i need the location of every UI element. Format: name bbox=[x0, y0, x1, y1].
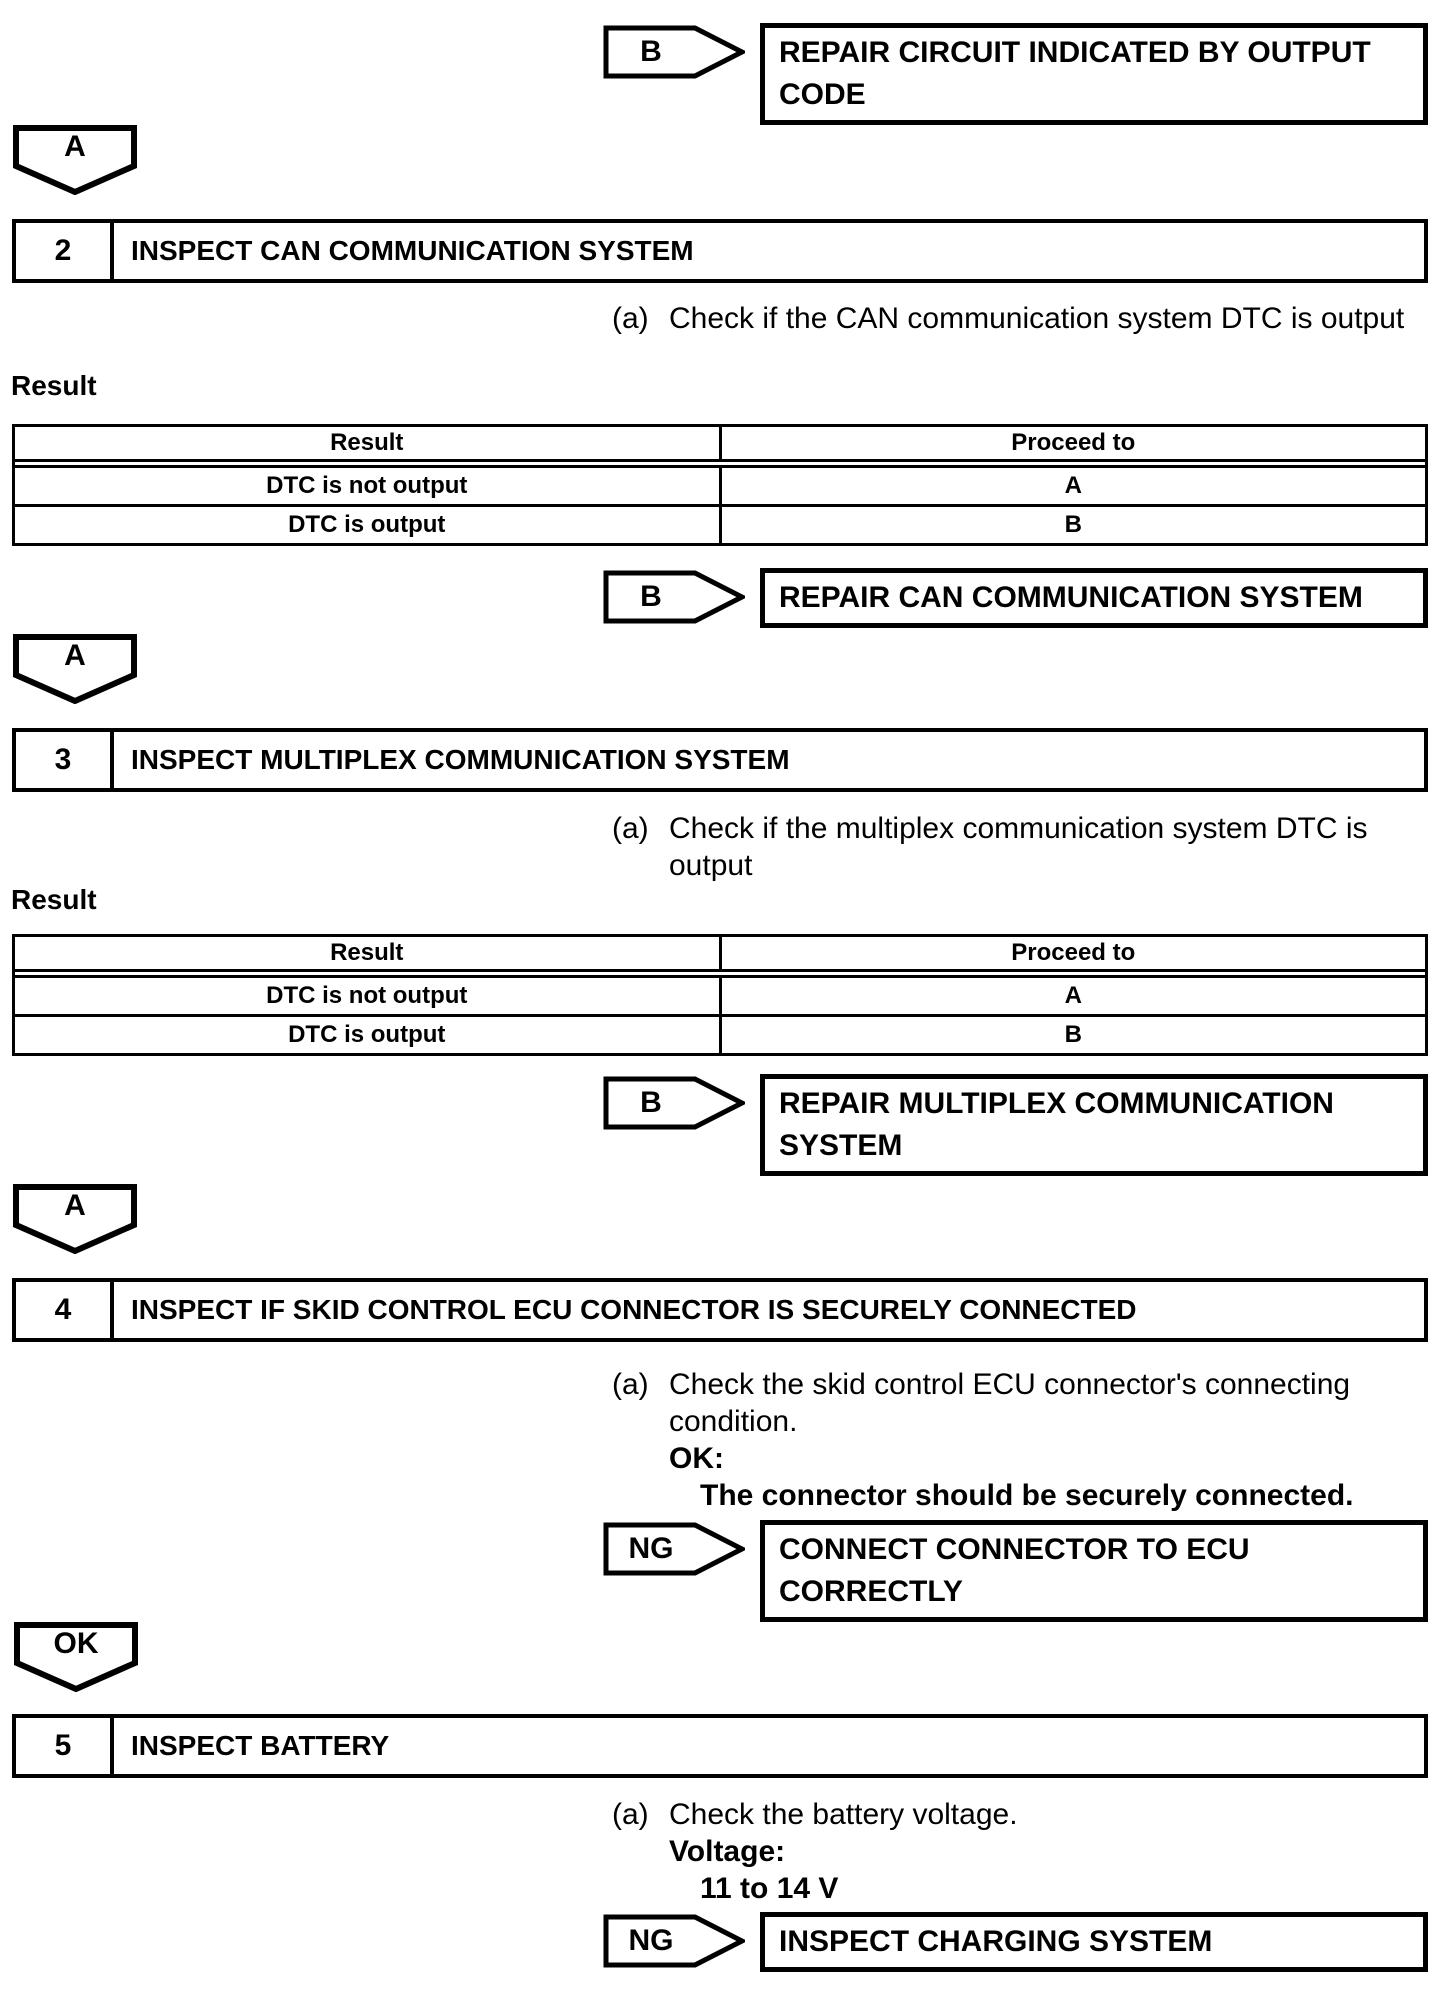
table-row: DTC is not output A bbox=[15, 978, 1425, 1017]
connector-label: B bbox=[640, 1086, 662, 1119]
step4-number: 4 bbox=[16, 1282, 114, 1338]
table-row: DTC is not output A bbox=[15, 468, 1425, 507]
step2-header: 2 INSPECT CAN COMMUNICATION SYSTEM bbox=[12, 219, 1428, 283]
step3-header: 3 INSPECT MULTIPLEX COMMUNICATION SYSTEM bbox=[12, 728, 1428, 792]
connector-label: NG bbox=[628, 1924, 674, 1957]
table-cell-result: DTC is output bbox=[15, 507, 722, 543]
table-cell-proceed: A bbox=[1064, 472, 1082, 499]
callout-repair-can: B REPAIR CAN COMMUNICATION SYSTEM bbox=[603, 568, 1428, 628]
voltage-value: 11 to 14 V bbox=[700, 1872, 839, 1905]
proceed-ng-arrow: NG bbox=[603, 1914, 748, 1968]
arrow-down-pentagon-icon bbox=[14, 1622, 138, 1693]
proceed-b-arrow: B bbox=[603, 570, 748, 624]
arrow-right-pentagon-icon bbox=[603, 25, 748, 79]
result-section-label: Result bbox=[11, 370, 97, 401]
proceed-b-arrow: B bbox=[603, 25, 748, 79]
table-header-result: Result bbox=[15, 937, 722, 969]
table-cell-result: DTC is not output bbox=[15, 978, 722, 1014]
connector-label: A bbox=[64, 130, 86, 163]
step5-title: INSPECT BATTERY bbox=[131, 1730, 390, 1761]
action-box-repair-multiplex: REPAIR MULTIPLEX COMMUNICATION SYSTEM bbox=[760, 1074, 1428, 1176]
instruction-text: Check the battery voltage. bbox=[669, 1798, 1018, 1831]
step5-number: 5 bbox=[16, 1718, 114, 1774]
table-cell-result: DTC is not output bbox=[15, 468, 722, 504]
instruction-text: Check the skid control ECU connector's c… bbox=[669, 1368, 1351, 1438]
step2-instruction: (a) Check if the CAN communication syste… bbox=[612, 300, 1449, 337]
step5-header: 5 INSPECT BATTERY bbox=[12, 1714, 1428, 1778]
step4-title: INSPECT IF SKID CONTROL ECU CONNECTOR IS… bbox=[131, 1294, 1137, 1325]
connector-label: A bbox=[64, 639, 86, 672]
action-box-connect-connector: CONNECT CONNECTOR TO ECU CORRECTLY bbox=[760, 1520, 1428, 1622]
step4-instruction: (a) Check the skid control ECU connector… bbox=[612, 1366, 1456, 1514]
connector-label: B bbox=[640, 580, 662, 613]
table-row: DTC is output B bbox=[15, 507, 1425, 543]
connector-label: NG bbox=[628, 1532, 674, 1565]
step5-instruction: (a) Check the battery voltage. Voltage: … bbox=[612, 1796, 1456, 1907]
action-box-inspect-charging: INSPECT CHARGING SYSTEM bbox=[760, 1912, 1428, 1972]
continue-ok-marker: OK bbox=[14, 1622, 138, 1693]
ok-requirement: The connector should be securely connect… bbox=[700, 1479, 1354, 1512]
arrow-right-pentagon-icon bbox=[603, 1914, 748, 1968]
arrow-right-pentagon-icon bbox=[603, 570, 748, 624]
continue-a-marker: A bbox=[13, 634, 137, 705]
continue-a-marker: A bbox=[13, 1184, 137, 1255]
step2-number: 2 bbox=[16, 223, 114, 279]
proceed-ng-arrow: NG bbox=[603, 1522, 748, 1576]
table-cell-result: DTC is output bbox=[15, 1017, 722, 1053]
table-cell-proceed: A bbox=[1064, 982, 1082, 1009]
connector-label: OK bbox=[53, 1627, 99, 1660]
callout-connect-connector: NG CONNECT CONNECTOR TO ECU CORRECTLY bbox=[603, 1520, 1428, 1622]
connector-label: B bbox=[640, 35, 662, 68]
result-section-label: Result bbox=[11, 884, 97, 915]
instruction-text: Check if the multiplex communication sys… bbox=[669, 812, 1368, 882]
table-cell-proceed: B bbox=[1064, 511, 1082, 538]
instruction-text: Check if the CAN communication system DT… bbox=[669, 302, 1405, 335]
action-box-repair-circuit: REPAIR CIRCUIT INDICATED BY OUTPUT CODE bbox=[760, 23, 1428, 125]
table-cell-proceed: B bbox=[1064, 1021, 1082, 1048]
callout-inspect-charging: NG INSPECT CHARGING SYSTEM bbox=[603, 1912, 1428, 1972]
arrow-right-pentagon-icon bbox=[603, 1522, 748, 1576]
arrow-down-pentagon-icon bbox=[13, 125, 137, 196]
list-marker: (a) bbox=[612, 812, 649, 845]
list-marker: (a) bbox=[612, 302, 649, 335]
step3-title: INSPECT MULTIPLEX COMMUNICATION SYSTEM bbox=[131, 744, 790, 775]
proceed-b-arrow: B bbox=[603, 1076, 748, 1130]
table-header-row: Result Proceed to bbox=[15, 937, 1425, 978]
arrow-right-pentagon-icon bbox=[603, 1076, 748, 1130]
table-row: DTC is output B bbox=[15, 1017, 1425, 1053]
action-box-repair-can: REPAIR CAN COMMUNICATION SYSTEM bbox=[760, 568, 1428, 628]
table-header-proceed-to: Proceed to bbox=[1011, 939, 1136, 966]
continue-a-marker: A bbox=[13, 125, 137, 196]
list-marker: (a) bbox=[612, 1368, 649, 1401]
table-header-result: Result bbox=[15, 427, 722, 459]
ok-label: OK: bbox=[669, 1442, 724, 1475]
connector-label: A bbox=[64, 1189, 86, 1222]
step3-instruction: (a) Check if the multiplex communication… bbox=[612, 810, 1449, 884]
step3-number: 3 bbox=[16, 732, 114, 788]
table-header-row: Result Proceed to bbox=[15, 427, 1425, 468]
step3-result-table: Result Proceed to DTC is not output A DT… bbox=[12, 934, 1428, 1056]
step2-title: INSPECT CAN COMMUNICATION SYSTEM bbox=[131, 235, 694, 266]
callout-repair-circuit: B REPAIR CIRCUIT INDICATED BY OUTPUT COD… bbox=[603, 23, 1428, 125]
arrow-down-pentagon-icon bbox=[13, 634, 137, 705]
callout-repair-multiplex: B REPAIR MULTIPLEX COMMUNICATION SYSTEM bbox=[603, 1074, 1428, 1176]
list-marker: (a) bbox=[612, 1798, 649, 1831]
step4-header: 4 INSPECT IF SKID CONTROL ECU CONNECTOR … bbox=[12, 1278, 1428, 1342]
table-header-proceed-to: Proceed to bbox=[1011, 429, 1136, 456]
step2-result-table: Result Proceed to DTC is not output A DT… bbox=[12, 424, 1428, 546]
voltage-label: Voltage: bbox=[669, 1835, 786, 1868]
arrow-down-pentagon-icon bbox=[13, 1184, 137, 1255]
